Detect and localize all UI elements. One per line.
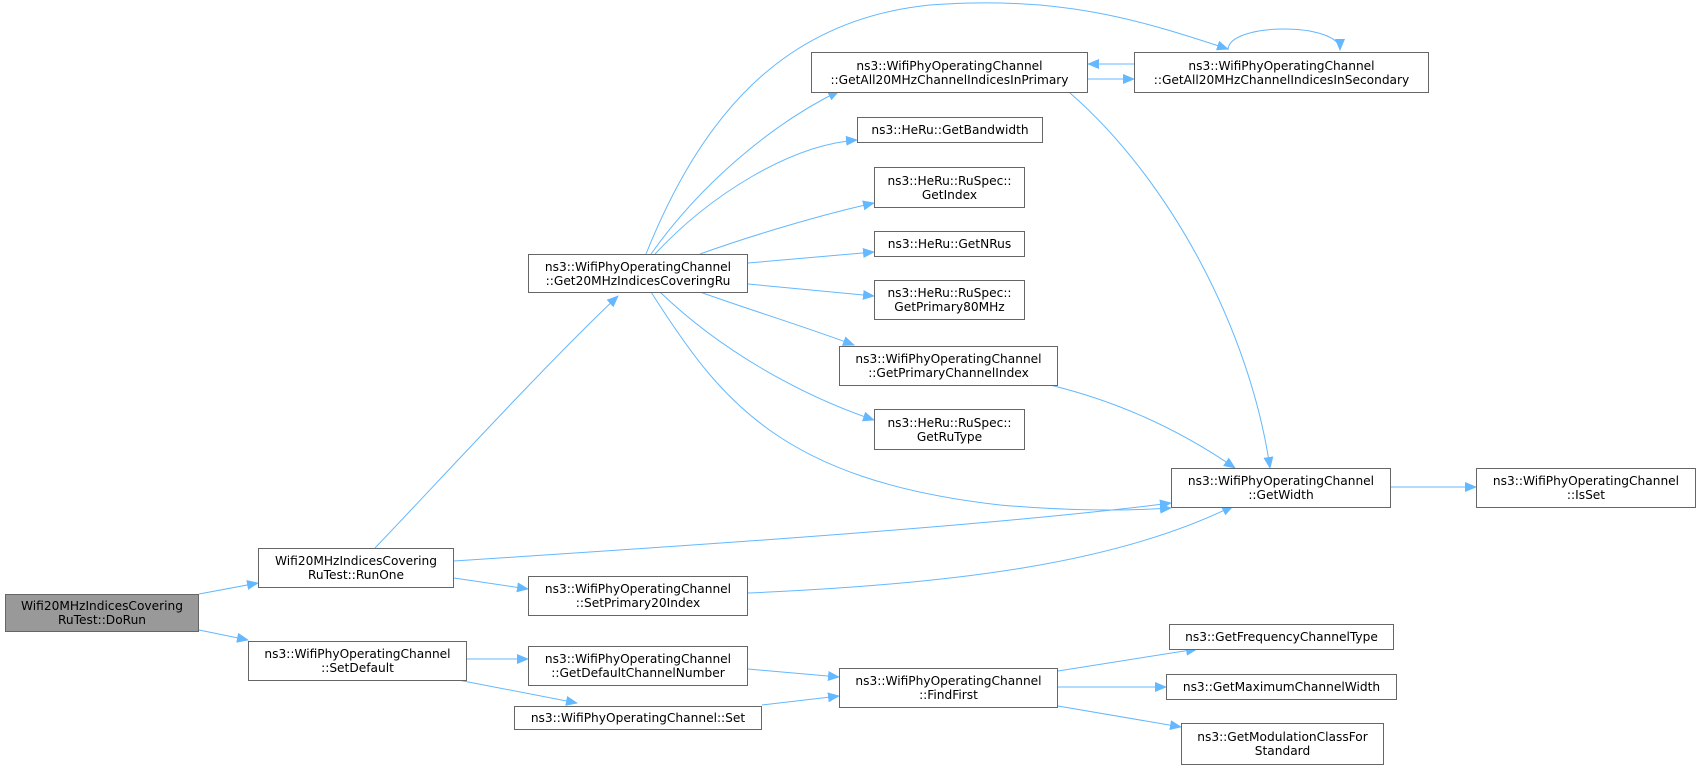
- node-label-line1: ns3::WifiPhyOperatingChannel: [856, 58, 1043, 73]
- edge-runone-getwidth: [453, 499, 1172, 562]
- node-label-line2: RuTest::RunOne: [307, 568, 405, 582]
- node-label-line2: RuTest::DoRun: [57, 613, 147, 627]
- edge-setdefault-set: [457, 679, 578, 706]
- node-runone[interactable]: Wifi20MHzIndicesCovering RuTest::RunOne: [258, 548, 454, 588]
- node-getmaximumchannelwidth[interactable]: ns3::GetMaximumChannelWidth: [1166, 674, 1397, 700]
- edge-getall20primary-getwidth: [1069, 92, 1274, 469]
- node-label-line1: ns3::WifiPhyOperatingChannel: [544, 259, 732, 274]
- node-label-line1: ns3::WifiPhyOperatingChannel: [1188, 58, 1375, 73]
- node-isset[interactable]: ns3::WifiPhyOperatingChannel ::IsSet: [1476, 468, 1696, 508]
- node-label-line1: ns3::HeRu::RuSpec::: [887, 173, 1012, 188]
- node-getwidth[interactable]: ns3::WifiPhyOperatingChannel ::GetWidth: [1171, 468, 1391, 508]
- node-label-line1: ns3::WifiPhyOperatingChannel::Set: [530, 711, 746, 725]
- edge-runone-setprimary20: [453, 577, 529, 593]
- edge-get20mhz-getnrus: [747, 247, 875, 264]
- node-getindex[interactable]: ns3::HeRu::RuSpec:: GetIndex: [874, 167, 1025, 208]
- node-getall20-secondary[interactable]: ns3::WifiPhyOperatingChannel ::GetAll20M…: [1134, 52, 1429, 93]
- node-setprimary20index[interactable]: ns3::WifiPhyOperatingChannel ::SetPrimar…: [528, 576, 748, 616]
- edge-runone-get20mhz: [374, 295, 619, 549]
- node-getprimarychannelindex[interactable]: ns3::WifiPhyOperatingChannel ::GetPrimar…: [839, 346, 1058, 386]
- node-label-line2: ::GetAll20MHzChannelIndicesInSecondary: [1153, 72, 1410, 87]
- node-label-line1: ns3::GetMaximumChannelWidth: [1182, 680, 1381, 694]
- node-label-line2: GetRuType: [916, 429, 983, 444]
- node-label-line2: ::Get20MHzIndicesCoveringRu: [545, 273, 731, 288]
- node-label-line2: GetIndex: [921, 187, 978, 202]
- node-getnrus[interactable]: ns3::HeRu::GetNRus: [874, 231, 1025, 257]
- node-dorun: Wifi20MHzIndicesCovering RuTest::DoRun: [5, 594, 199, 632]
- edge-get20mhz-getprimarychannelindex: [699, 291, 855, 346]
- edge-get20mhz-getall20secondary: [645, 2, 1229, 255]
- node-label-line1: ns3::HeRu::GetNRus: [887, 237, 1012, 251]
- edge-getprimarychannelindex-getwidth: [1049, 384, 1236, 469]
- node-label-line1: Wifi20MHzIndicesCovering: [275, 554, 437, 568]
- node-findfirst[interactable]: ns3::WifiPhyOperatingChannel ::FindFirst: [839, 668, 1058, 708]
- edge-get20mhz-getall20primary: [650, 90, 840, 255]
- node-getbandwidth[interactable]: ns3::HeRu::GetBandwidth: [857, 117, 1043, 143]
- node-getfrequencychanneltype[interactable]: ns3::GetFrequencyChannelType: [1169, 624, 1394, 650]
- edge-get20mhz-getbandwidth: [654, 135, 858, 255]
- edge-dorun-runone: [198, 580, 259, 595]
- node-label-line2: Standard: [1254, 744, 1311, 758]
- node-label-line1: ns3::WifiPhyOperatingChannel: [544, 582, 732, 596]
- node-label-line2: ::GetAll20MHzChannelIndicesInPrimary: [830, 72, 1069, 87]
- node-label-line1: ns3::WifiPhyOperatingChannel: [544, 652, 732, 666]
- node-label-line1: ns3::HeRu::RuSpec::: [887, 415, 1012, 430]
- node-getmodulationclassfor[interactable]: ns3::GetModulationClassFor Standard: [1181, 723, 1384, 765]
- node-label-line1: ns3::WifiPhyOperatingChannel: [264, 647, 451, 661]
- edge-findfirst-getfreqtype: [1057, 645, 1198, 672]
- node-setdefault[interactable]: ns3::WifiPhyOperatingChannel ::SetDefaul…: [248, 641, 467, 681]
- node-label-line1: Wifi20MHzIndicesCovering: [21, 599, 183, 613]
- node-label-line1: ns3::HeRu::GetBandwidth: [871, 123, 1029, 137]
- node-label-line1: ns3::GetModulationClassFor: [1197, 730, 1368, 744]
- node-label-line1: ns3::WifiPhyOperatingChannel: [1492, 474, 1680, 488]
- node-label-line1: ns3::HeRu::RuSpec::: [887, 286, 1012, 300]
- node-label-line2: GetPrimary80MHz: [894, 300, 1005, 314]
- edge-dorun-setdefault: [198, 629, 249, 643]
- node-getall20-primary[interactable]: ns3::WifiPhyOperatingChannel ::GetAll20M…: [811, 52, 1088, 93]
- node-label-line1: ns3::WifiPhyOperatingChannel: [1187, 474, 1375, 488]
- edge-getdefaultchannel-findfirst: [747, 668, 840, 682]
- edge-set-findfirst: [761, 692, 840, 706]
- edge-setprimary20-getwidth: [747, 505, 1234, 594]
- node-label-line2: ::IsSet: [1566, 488, 1606, 502]
- node-getprimary80mhz[interactable]: ns3::HeRu::RuSpec:: GetPrimary80MHz: [874, 280, 1025, 320]
- edge-getall20secondary-self: [1227, 28, 1345, 51]
- node-getrutype[interactable]: ns3::HeRu::RuSpec:: GetRuType: [874, 409, 1025, 450]
- edge-get20mhz-getrutype: [659, 291, 875, 422]
- node-label-line2: ::SetDefault: [321, 661, 394, 675]
- node-label-line1: ns3::GetFrequencyChannelType: [1185, 630, 1378, 644]
- node-label-line2: ::GetWidth: [1248, 488, 1314, 502]
- node-label-line2: ::GetDefaultChannelNumber: [551, 666, 725, 680]
- node-label-line2: ::SetPrimary20Index: [575, 596, 701, 610]
- node-get20mhz-indices-covering-ru[interactable]: ns3::WifiPhyOperatingChannel ::Get20MHzI…: [528, 254, 748, 293]
- edge-get20mhz-getindex: [699, 200, 875, 255]
- node-getdefaultchannelnumber[interactable]: ns3::WifiPhyOperatingChannel ::GetDefaul…: [528, 646, 748, 686]
- edge-findfirst-getmodclass: [1057, 705, 1182, 731]
- edge-get20mhz-getprimary80: [747, 283, 875, 300]
- node-label-line1: ns3::WifiPhyOperatingChannel: [855, 352, 1042, 366]
- node-label-line1: ns3::WifiPhyOperatingChannel: [855, 674, 1042, 688]
- edge-get20mhz-getwidth: [650, 291, 1172, 514]
- node-label-line2: ::FindFirst: [919, 688, 978, 702]
- node-label-line2: ::GetPrimaryChannelIndex: [868, 366, 1029, 380]
- node-set[interactable]: ns3::WifiPhyOperatingChannel::Set: [514, 706, 762, 730]
